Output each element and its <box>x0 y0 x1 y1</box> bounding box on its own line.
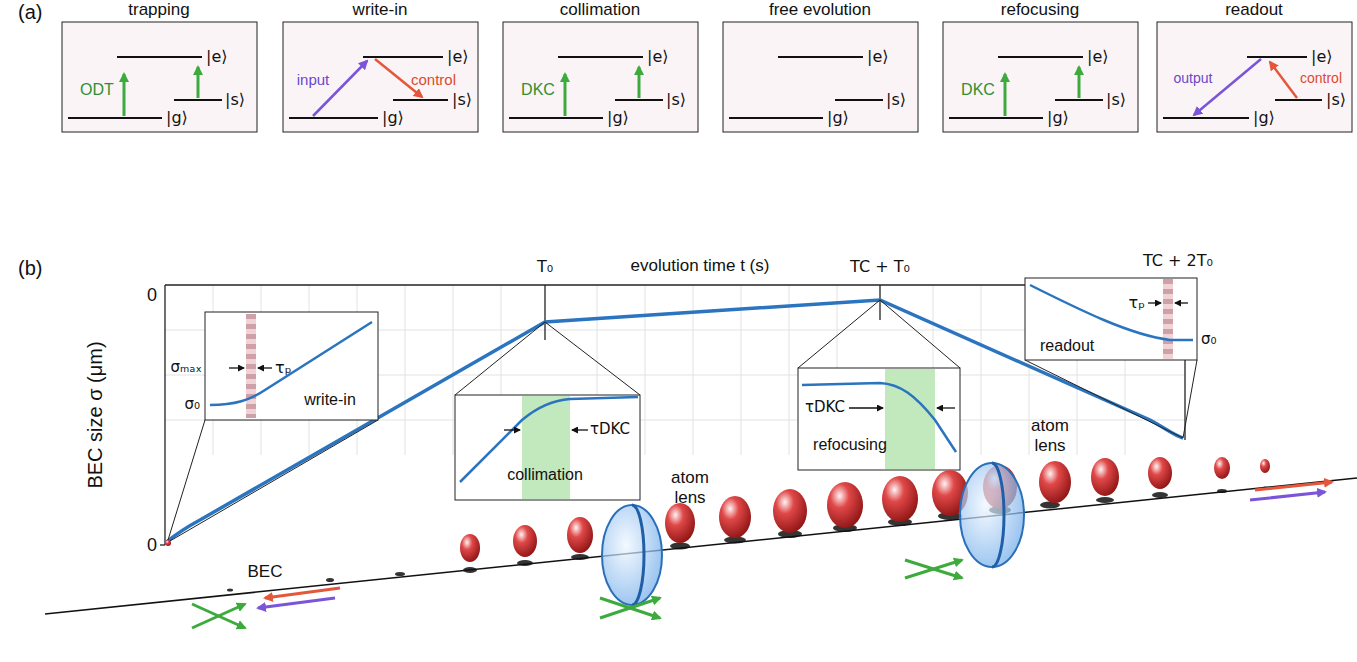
axis-tick: TC + 2T₀ <box>1143 252 1213 270</box>
object-label: atom lens <box>665 468 715 507</box>
panel-letter: (b) <box>18 257 42 280</box>
level-panel: refocusing|e⟩|s⟩|g⟩DKC <box>943 22 1138 132</box>
axis-title: evolution time t (s) <box>631 256 770 276</box>
level-label: |s⟩ <box>452 91 472 109</box>
beam-label: ODT <box>80 81 114 99</box>
level-panel: write-in|e⟩|s⟩|g⟩inputcontrol <box>283 22 478 132</box>
object-label: atom lens <box>1025 416 1075 455</box>
panel-title: readout <box>1225 0 1283 20</box>
zoom-inset: τDKC refocusing <box>798 368 960 470</box>
level-label: |s⟩ <box>886 91 906 109</box>
size-label: σ₀ <box>184 396 200 413</box>
level-label: |g⟩ <box>166 109 188 127</box>
object-label: BEC <box>248 562 283 582</box>
level-label: |g⟩ <box>382 109 404 127</box>
zoom-inset: τₚ write-in <box>205 312 378 420</box>
level-panel: free evolution|e⟩|s⟩|g⟩ <box>723 22 918 132</box>
beam-label: control <box>1300 70 1342 86</box>
beam-label: output <box>1174 70 1213 86</box>
beam-label: DKC <box>961 81 995 99</box>
panel-title: collimation <box>560 0 640 20</box>
panel-title: free evolution <box>769 0 871 20</box>
level-label: |s⟩ <box>666 91 686 109</box>
beam-label: control <box>411 71 456 88</box>
axis-tick: 0 <box>147 535 157 556</box>
panel-letter: (a) <box>18 1 42 24</box>
level-panel: readout|e⟩|s⟩|g⟩outputcontrol <box>1157 22 1352 132</box>
level-panel: trapping|e⟩|s⟩|g⟩ODT <box>62 22 257 132</box>
level-label: |e⟩ <box>447 48 468 66</box>
size-label: σ₀ <box>1201 331 1217 348</box>
axis-tick: 0 <box>147 285 157 306</box>
level-label: |s⟩ <box>1106 91 1126 109</box>
level-label: |e⟩ <box>1087 48 1108 66</box>
inset-title: collimation <box>507 466 583 484</box>
panel-title: refocusing <box>1001 0 1079 20</box>
level-label: |e⟩ <box>867 48 888 66</box>
axis-title: BEC size σ (μm) <box>84 341 107 488</box>
pulse-duration: τₚ <box>275 359 291 377</box>
beam-label: input <box>297 71 330 88</box>
inset-title: write-in <box>304 391 356 409</box>
zoom-inset: τDKC collimation <box>455 395 640 500</box>
inset-title: refocusing <box>813 436 887 454</box>
panel-title: trapping <box>128 0 189 20</box>
lens-duration: τDKC <box>590 421 630 438</box>
beam-label: DKC <box>521 81 555 99</box>
level-label: |e⟩ <box>647 48 668 66</box>
size-label: σₘₐₓ <box>171 359 202 376</box>
level-label: |g⟩ <box>1253 109 1275 127</box>
level-label: |s⟩ <box>1326 91 1346 109</box>
axis-tick: TC + T₀ <box>850 258 910 276</box>
level-panel: collimation|e⟩|s⟩|g⟩DKC <box>503 22 698 132</box>
level-label: |g⟩ <box>607 109 629 127</box>
pulse-duration: τₚ <box>1129 294 1145 312</box>
lens-duration: τDKC <box>805 399 845 416</box>
level-label: |g⟩ <box>1047 109 1069 127</box>
zoom-inset: τₚ readout <box>1025 278 1197 360</box>
level-label: |e⟩ <box>1311 48 1332 66</box>
level-label: |e⟩ <box>206 48 227 66</box>
level-label: |s⟩ <box>225 91 245 109</box>
panel-title: write-in <box>353 0 408 20</box>
level-label: |g⟩ <box>827 109 849 127</box>
axis-tick: T₀ <box>537 258 553 276</box>
inset-title: readout <box>1040 337 1094 355</box>
